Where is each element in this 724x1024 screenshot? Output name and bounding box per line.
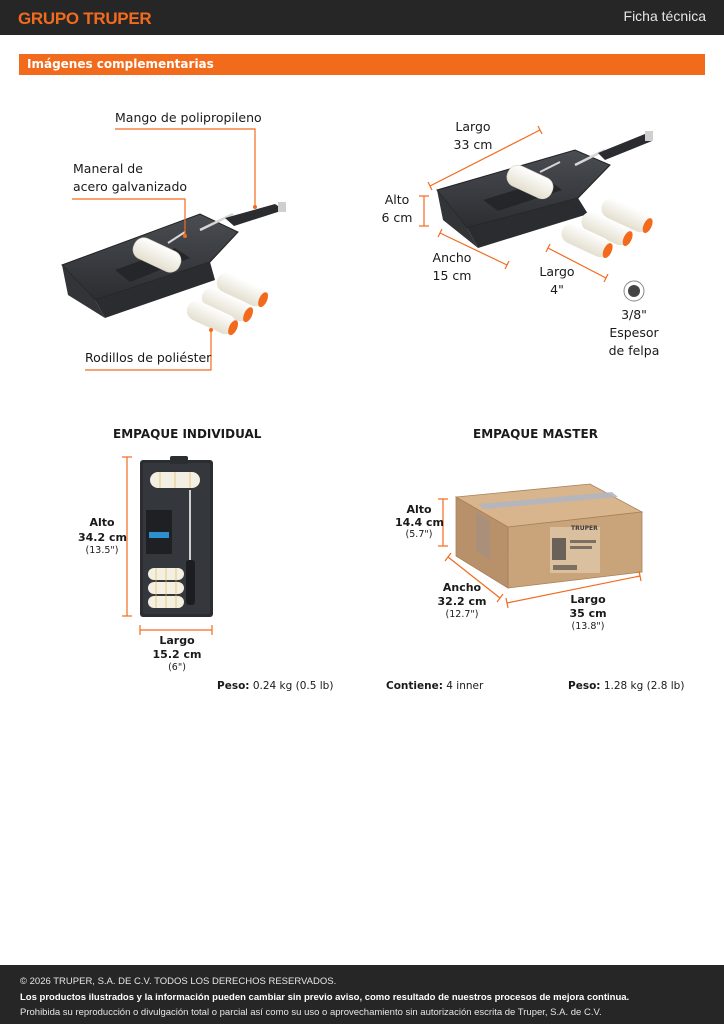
individual-length-label: Largo <box>159 634 195 647</box>
master-contents: Contiene: 4 inner <box>386 680 483 692</box>
master-contents-value: 4 inner <box>446 680 484 692</box>
master-width-inches: (12.7") <box>445 609 479 620</box>
individual-height-value: 34.2 cm <box>78 531 127 544</box>
header-bar: GRUPO TRUPER Ficha técnica <box>0 0 724 35</box>
dim-height-value: 6 cm <box>381 210 413 225</box>
footer: © 2026 TRUPER, S.A. DE C.V. TODOS LOS DE… <box>0 965 724 1024</box>
dim-height-label: Alto <box>384 192 410 207</box>
dim-nap-line2: de felpa <box>608 343 660 358</box>
master-weight-value: 1.28 kg (2.8 lb) <box>603 680 685 692</box>
master-pack-title: EMPAQUE MASTER <box>473 427 598 441</box>
individual-height-label: Alto <box>89 516 115 529</box>
master-pack-image <box>438 483 644 609</box>
individual-pack-image <box>122 456 213 635</box>
master-height-value: 14.4 cm <box>395 516 444 529</box>
section-title: Imágenes complementarias <box>27 57 214 71</box>
dim-length-value: 33 cm <box>453 137 493 152</box>
product-image-callouts <box>61 128 286 371</box>
master-height-inches: (5.7") <box>405 529 433 540</box>
footer-legal: Prohibida su reproducción o divulgación … <box>20 1007 602 1018</box>
brand-logo: GRUPO TRUPER <box>18 9 152 28</box>
callout-frame-line1: Maneral de <box>73 161 143 176</box>
individual-length-value: 15.2 cm <box>152 648 202 661</box>
dim-nap-value: 3/8" <box>621 307 647 322</box>
master-contents-label: Contiene: <box>386 680 443 692</box>
master-height-label: Alto <box>406 503 432 516</box>
footer-notice: Los productos ilustrados y la informació… <box>20 991 630 1003</box>
callout-handle: Mango de polipropileno <box>115 110 262 125</box>
callout-rollers: Rodillos de poliéster <box>85 350 212 365</box>
dim-width-value: 15 cm <box>432 268 472 283</box>
product-image-dimensions <box>419 125 653 302</box>
individual-weight: Peso: 0.24 kg (0.5 lb) <box>217 680 333 692</box>
master-weight-label: Peso: <box>568 680 601 692</box>
master-box-brand: TRUPER <box>571 525 598 532</box>
individual-height-inches: (13.5") <box>85 545 119 556</box>
individual-length-inches: (6") <box>168 662 186 673</box>
document-type: Ficha técnica <box>623 8 706 24</box>
callout-frame-line2: acero galvanizado <box>73 179 188 194</box>
master-length-value: 35 cm <box>569 607 607 620</box>
master-length-label: Largo <box>570 593 606 606</box>
master-width-value: 32.2 cm <box>437 595 487 608</box>
individual-pack-title: EMPAQUE INDIVIDUAL <box>113 427 262 441</box>
master-length-inches: (13.8") <box>571 621 605 632</box>
dim-length-label: Largo <box>455 119 491 134</box>
section-header: Imágenes complementarias <box>19 54 705 75</box>
individual-weight-label: Peso: <box>217 680 250 692</box>
dim-width-label: Ancho <box>432 250 472 265</box>
footer-copyright: © 2026 TRUPER, S.A. DE C.V. TODOS LOS DE… <box>20 976 337 987</box>
individual-weight-value: 0.24 kg (0.5 lb) <box>252 680 334 692</box>
master-weight: Peso: 1.28 kg (2.8 lb) <box>568 680 684 692</box>
dim-roller-label: Largo <box>539 264 575 279</box>
dim-nap-line1: Espesor <box>609 325 659 340</box>
master-width-label: Ancho <box>442 581 482 594</box>
dim-roller-value: 4" <box>550 282 564 297</box>
